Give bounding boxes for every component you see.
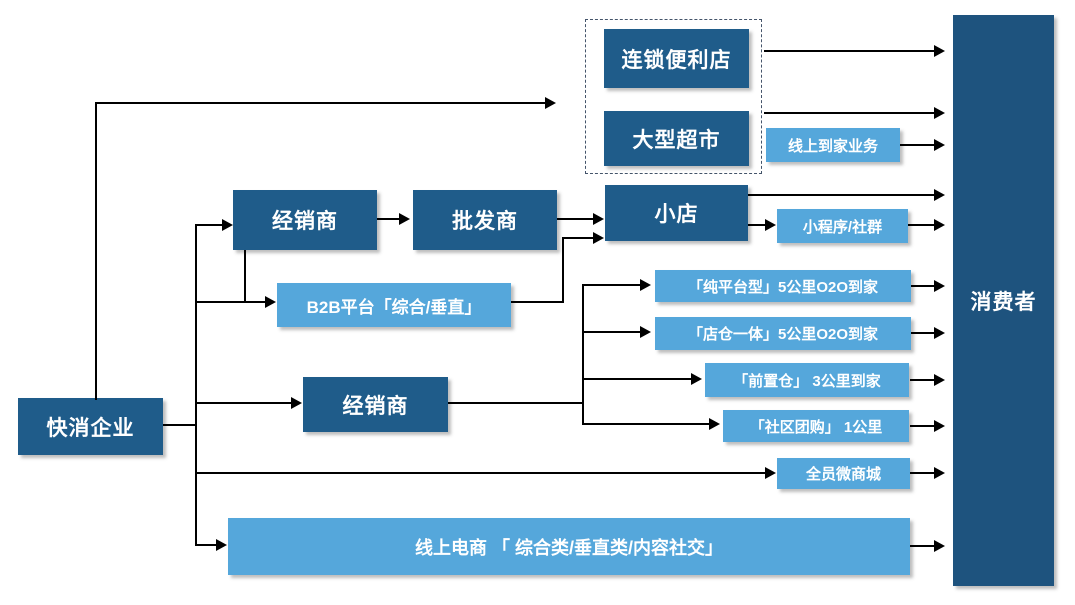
edge-branch-frontwh	[582, 378, 691, 380]
node-fmcg-company: 快消企业	[18, 398, 163, 455]
node-wholesaler: 批发商	[413, 190, 557, 250]
edge-distributor1-wholesaler	[377, 218, 399, 220]
arrowhead-distributor1-wholesaler	[399, 213, 410, 225]
arrowhead-to-b2b	[265, 296, 276, 308]
edge-smallstore-consumer	[748, 194, 934, 196]
arrowhead-to-ecommerce	[216, 539, 227, 551]
edge-to-distributor2	[195, 402, 291, 404]
edge-main-riser	[195, 224, 197, 546]
edge-frontwh-consumer	[910, 379, 934, 381]
edge-miniprogram-consumer	[908, 224, 934, 226]
node-community-group-buy: 「社区团购」 1公里	[723, 410, 909, 442]
arrowhead-ecommerce-consumer	[934, 540, 945, 552]
edge-smallstore-miniprogram	[748, 224, 765, 226]
edge-fmcg-right	[163, 424, 195, 426]
edge-b2b-smallstore	[562, 237, 593, 239]
edge-pure-consumer	[911, 285, 934, 287]
edge-chain-consumer	[764, 50, 934, 52]
arrowhead-fmcg-top	[545, 97, 556, 109]
edge-to-b2b	[195, 301, 265, 303]
edge-community-consumer	[910, 425, 934, 427]
node-pure-platform-o2o: 「纯平台型」5公里O2O到家	[655, 270, 911, 302]
edge-branch-community	[582, 423, 709, 425]
node-small-store: 小店	[605, 185, 748, 241]
arrowhead-to-distributor2	[291, 397, 302, 409]
arrowhead-wholesaler-smallstore	[593, 213, 604, 225]
node-distributor-2: 经销商	[303, 377, 448, 432]
arrowhead-pure-consumer	[934, 280, 945, 292]
edge-branch-storewh	[582, 331, 640, 333]
node-wechat-mall: 全员微商城	[777, 458, 910, 489]
arrowhead-branch-pure	[640, 279, 651, 291]
arrowhead-smallstore-miniprogram	[765, 219, 776, 231]
node-online-ecommerce: 线上电商 「 综合类/垂直类/内容社交」	[228, 518, 910, 575]
node-online-to-home: 线上到家业务	[766, 128, 900, 162]
edge-distributor1-down	[244, 250, 246, 303]
edge-storewh-consumer	[911, 332, 934, 334]
arrowhead-b2b-smallstore	[593, 232, 604, 244]
edge-wholesaler-smallstore	[557, 218, 593, 220]
node-b2b-platform: B2B平台「综合/垂直」	[277, 283, 511, 327]
arrowhead-storewh-consumer	[934, 327, 945, 339]
node-distributor-1: 经销商	[233, 190, 377, 250]
edge-branch-pure	[582, 284, 640, 286]
arrowhead-wechat-consumer	[934, 467, 945, 479]
edge-branch-riser	[582, 284, 584, 425]
edge-b2b-up	[562, 237, 564, 303]
arrowhead-branch-frontwh	[691, 373, 702, 385]
node-mini-program-community: 小程序/社群	[777, 209, 908, 243]
edge-fmcg-top-riser	[95, 102, 97, 400]
arrowhead-frontwh-consumer	[934, 374, 945, 386]
edge-ecommerce-consumer	[910, 545, 934, 547]
arrowhead-chain-consumer	[934, 45, 945, 57]
arrowhead-branch-community	[709, 418, 720, 430]
arrowhead-community-consumer	[934, 420, 945, 432]
edge-onlinehome-consumer	[900, 144, 934, 146]
edge-b2b-right	[511, 301, 564, 303]
edge-fmcg-top-horizontal	[95, 102, 545, 104]
arrowhead-smallstore-consumer	[934, 189, 945, 201]
arrowhead-miniprogram-consumer	[934, 219, 945, 231]
node-supermarket: 大型超市	[604, 111, 749, 166]
arrowhead-to-distributor1	[222, 219, 233, 231]
edge-distributor2-branch	[448, 402, 584, 404]
edge-to-wechat-mall	[195, 472, 765, 474]
arrowhead-supermarket-consumer	[934, 107, 945, 119]
offline-retail-group-frame	[585, 19, 762, 174]
arrowhead-to-wechat-mall	[765, 467, 776, 479]
node-chain-convenience-store: 连锁便利店	[604, 29, 749, 88]
node-store-warehouse-o2o: 「店仓一体」5公里O2O到家	[655, 317, 911, 350]
arrowhead-onlinehome-consumer	[934, 139, 945, 151]
edge-to-ecommerce	[195, 544, 216, 546]
edge-supermarket-consumer	[764, 112, 934, 114]
arrowhead-branch-storewh	[640, 326, 651, 338]
edge-wechat-consumer	[910, 472, 934, 474]
node-front-warehouse: 「前置仓」 3公里到家	[705, 363, 909, 397]
edge-to-distributor1	[195, 224, 222, 226]
node-consumer: 消费者	[953, 15, 1054, 586]
